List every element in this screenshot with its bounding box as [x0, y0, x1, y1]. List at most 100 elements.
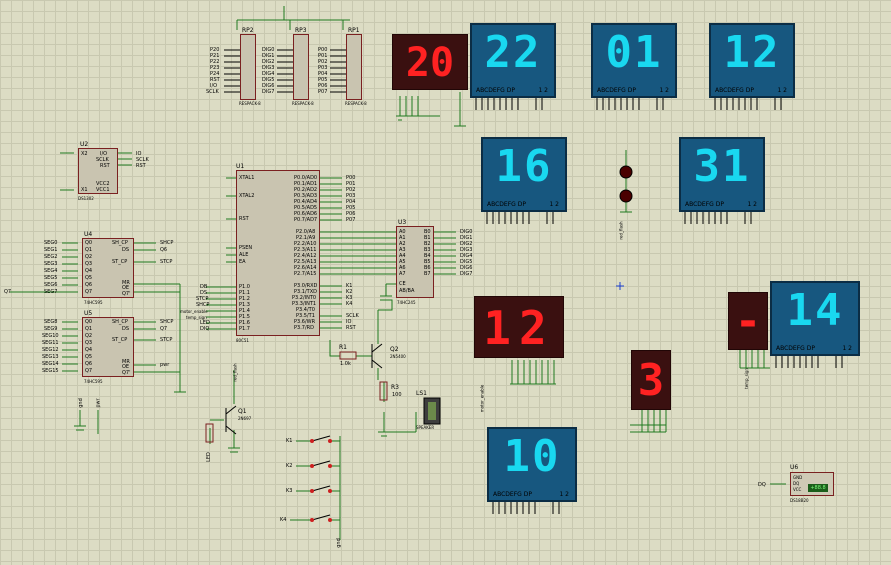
u5-q-3: Q3: [85, 340, 93, 346]
blue-display-1-digits: 22: [484, 27, 542, 78]
rp2-pin-2: P22: [210, 59, 220, 65]
blue-display-4-com: 1 2: [549, 201, 559, 208]
key-k2-button[interactable]: [312, 457, 330, 469]
u3-part: 74HC245: [397, 300, 416, 305]
net-motor: motor_enable: [479, 384, 485, 413]
net-gnd-1: gnd: [77, 398, 84, 408]
u1-p2-5: P2.5/A13: [294, 259, 317, 265]
u5-q-5: Q5: [85, 354, 93, 360]
q1-val: 2N697: [238, 416, 252, 421]
blue-display-5-com: 1 2: [747, 201, 757, 208]
u2-net-1: SCLK: [136, 157, 149, 163]
u5-q-0: Q0: [85, 319, 93, 325]
red-display-top: 20: [392, 34, 468, 90]
rp3-pin-3: DIG3: [262, 65, 275, 71]
speaker-label: SPEAKER: [416, 425, 435, 430]
u5-ref: U5: [84, 310, 93, 317]
u4-net-1: Q6: [160, 247, 168, 253]
key-k4-label: K4: [280, 517, 287, 523]
u4-q-3: Q3: [85, 261, 93, 267]
resistor-pack-rp2[interactable]: [240, 34, 256, 100]
u4-seg-1: SEG1: [44, 247, 58, 253]
u1-p3-net-6: RST: [346, 325, 356, 331]
u3-a-6: A6: [399, 265, 406, 271]
u1-80c51[interactable]: [236, 170, 320, 336]
blue-display-7: 10 ABCDEFG DP 1 2: [487, 427, 577, 502]
u5-74hc595[interactable]: [82, 317, 134, 377]
u1-p0-net-6: P06: [346, 211, 356, 217]
u1-p0-6: P0.6/AD6: [294, 211, 318, 217]
rp1-pin-0: P00: [318, 47, 328, 53]
resistor-pack-rp3[interactable]: [293, 34, 309, 100]
red-display-mid-digits: 12: [483, 301, 555, 355]
u3-a-2: A2: [399, 241, 406, 247]
red-display-mid: 12: [474, 296, 564, 358]
rp3-pin-6: DIG6: [262, 83, 275, 89]
u5-net-0: SHCP: [160, 319, 174, 325]
u3-a-7: A7: [399, 271, 406, 277]
u4-q-4: Q4: [85, 268, 93, 274]
u3-b-6: B6: [424, 265, 431, 271]
u1-p3-net-2: K3: [346, 295, 353, 301]
key-k1-button[interactable]: [312, 432, 330, 444]
blue-display-5-digits: 31: [693, 141, 751, 192]
blue-display-7-com: 1 2: [559, 491, 569, 498]
u6-pin-vcc: VCC: [793, 487, 802, 492]
u4-seg-2: SEG2: [44, 254, 58, 260]
net-led-q1: LED: [205, 452, 212, 462]
u1-p0-5: P0.5/AD5: [294, 205, 318, 211]
red-display-minus: -: [728, 292, 768, 350]
u1-net-shcp: SHCP: [196, 302, 210, 308]
blue-display-2-com: 1 2: [659, 87, 669, 94]
rp2-ref: RP2: [242, 27, 254, 34]
blue-display-4-digits: 16: [495, 141, 553, 192]
u1-p1-6: P1.6: [239, 320, 250, 326]
rp1-pin-6: P06: [318, 83, 328, 89]
u3-74hc245[interactable]: [396, 226, 434, 298]
u1-p0-net-7: P07: [346, 217, 356, 223]
u1-xtal1: XTAL1: [239, 175, 255, 181]
u1-ea: EA: [239, 259, 246, 265]
u4-74hc595[interactable]: [82, 238, 134, 298]
u1-rst: RST: [239, 216, 249, 222]
u5-q-4: Q4: [85, 347, 93, 353]
red-display-single-digits: 3: [637, 355, 665, 406]
ls1-ref: LS1: [416, 390, 427, 397]
u6-readout: +88.8: [808, 484, 828, 492]
u1-p2-7: P2.7/A15: [294, 271, 317, 277]
u2-right-4: VCC1: [96, 187, 110, 193]
u1-p2-3: P2.3/A11: [294, 247, 317, 253]
u4-net-2: STCP: [160, 259, 173, 265]
rp1-pin-1: P01: [318, 53, 328, 59]
u1-p1-4: P1.4: [239, 308, 250, 314]
red-display-single: 3: [631, 350, 671, 410]
u2-left-0: X2: [81, 151, 88, 157]
u5-seg-3: SEG11: [42, 340, 59, 346]
u1-p2-0: P2.0/A8: [296, 229, 316, 235]
u3-net-5: DIG5: [460, 259, 473, 265]
u4-part: 74HC595: [84, 300, 103, 305]
u1-p0-net-0: P00: [346, 175, 356, 181]
rp3-pin-1: DIG1: [262, 53, 275, 59]
u4-q-0: Q0: [85, 240, 93, 246]
u4-right-5: Q7': [122, 291, 131, 297]
u1-p1-5: P1.5: [239, 314, 250, 320]
resistor-pack-rp1[interactable]: [346, 34, 362, 100]
r1-val: 1.0k: [340, 361, 351, 367]
net-red-flash-left: red_flash: [232, 363, 238, 382]
u1-p3-1: P3.1/TXD: [294, 289, 317, 295]
u3-b-1: B1: [424, 235, 431, 241]
u4-right-3: MR: [122, 280, 130, 286]
key-k3-button[interactable]: [312, 482, 330, 494]
key-k4-button[interactable]: [312, 511, 330, 523]
u3-b-7: B7: [424, 271, 431, 277]
key-k2-label: K2: [286, 463, 293, 469]
u2-ds1302[interactable]: [78, 148, 118, 194]
q2-val: 2N5400: [390, 354, 406, 359]
u3-a-0: A0: [399, 229, 406, 235]
u1-p1-0: P1.0: [239, 284, 250, 290]
red-display-top-digits: 20: [405, 40, 455, 86]
u4-q-1: Q1: [85, 247, 93, 253]
u1-p2-1: P2.1/A9: [296, 235, 316, 241]
net-gnd-2: gnd: [335, 538, 342, 548]
